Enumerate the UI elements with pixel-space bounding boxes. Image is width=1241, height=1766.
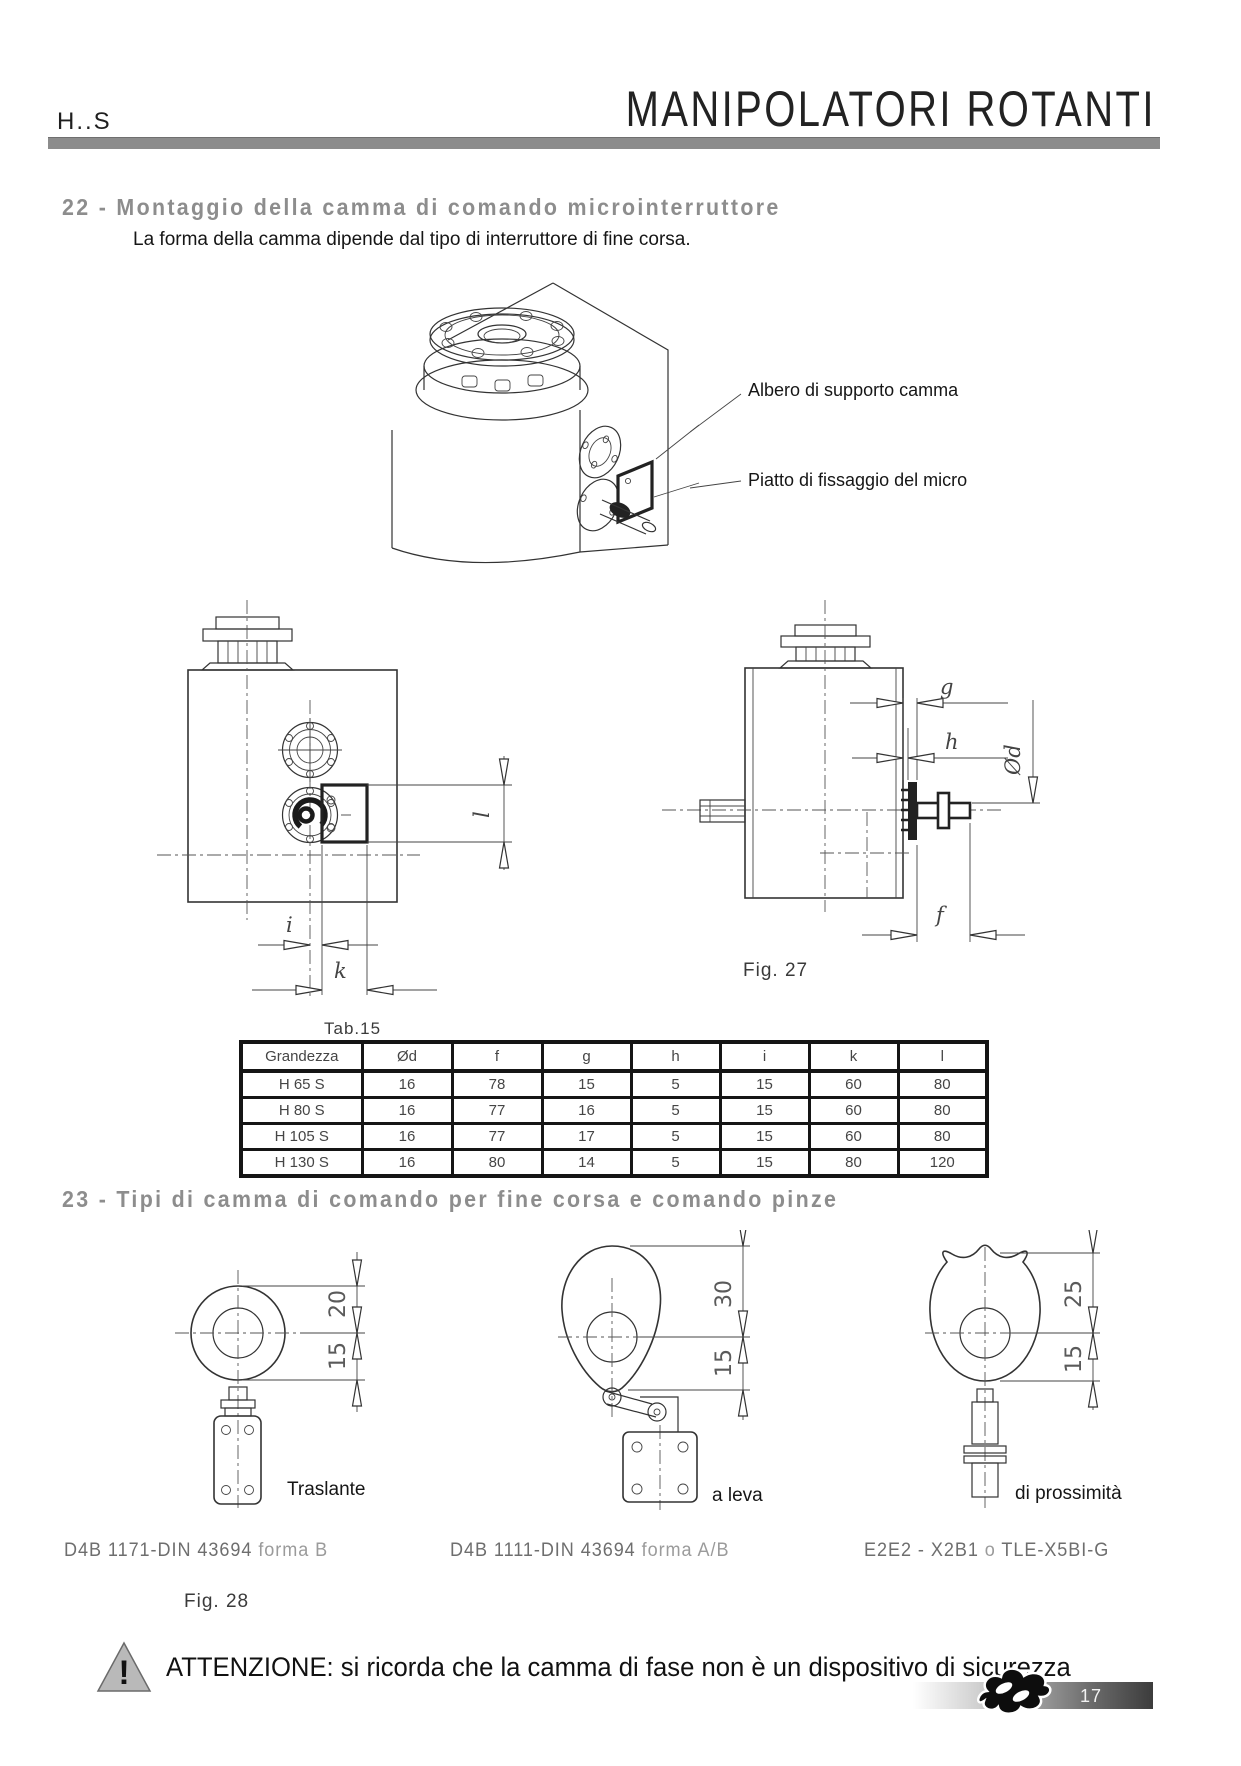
cell: 15 xyxy=(540,1069,633,1099)
callout-shaft: Albero di supporto camma xyxy=(748,380,959,400)
cell: 15 xyxy=(718,1069,811,1099)
cam2-dim-lower: 15 xyxy=(712,1349,737,1377)
cell: 77 xyxy=(450,1122,544,1151)
cell: 16 xyxy=(360,1122,454,1151)
cell: 5 xyxy=(629,1096,722,1125)
cam3-dim-upper: 25 xyxy=(1062,1280,1087,1308)
cell: 80 xyxy=(896,1096,989,1125)
cell: H 130 S xyxy=(239,1148,364,1178)
dim-label-i: i xyxy=(286,913,293,937)
table-row: H 65 S 16 78 15 5 15 60 80 xyxy=(239,1069,989,1099)
cell: 15 xyxy=(718,1148,811,1178)
cell: H 80 S xyxy=(239,1096,364,1125)
callout-leader-lines xyxy=(690,393,742,489)
col-header: Ød xyxy=(360,1040,454,1073)
cam3-code-main: E2E2 - X2B1 xyxy=(864,1540,979,1561)
cam1-label: Traslante xyxy=(287,1479,366,1500)
cell: 60 xyxy=(807,1122,900,1151)
col-header: i xyxy=(718,1040,811,1073)
page-number: 17 xyxy=(1080,1686,1103,1706)
dim-label-diameter: Ød xyxy=(1001,744,1025,776)
cell: 5 xyxy=(629,1148,722,1178)
cell: 80 xyxy=(896,1122,989,1151)
cell: 80 xyxy=(450,1148,544,1178)
cam1-code: D4B 1171-DIN 43694 forma B xyxy=(64,1540,328,1562)
dim-label-k: k xyxy=(334,959,347,983)
cell: 15 xyxy=(718,1096,811,1125)
cam3-code-suffix: TLE-X5BI-G xyxy=(1001,1540,1110,1561)
cam3-code-connector: o xyxy=(984,1540,996,1561)
warning-exclamation: ! xyxy=(118,1654,129,1692)
cell: 14 xyxy=(540,1148,633,1178)
cam3-label: di prossimità xyxy=(1015,1483,1122,1504)
brand-logo xyxy=(977,1667,1052,1715)
dimensions-table: Grandezza Ød f g h i k l H 65 S 16 78 15… xyxy=(239,1040,989,1178)
cam3-code: E2E2 - X2B1 o TLE-X5BI-G xyxy=(864,1540,1109,1562)
cell: 16 xyxy=(540,1096,633,1125)
cell: 80 xyxy=(807,1148,900,1178)
dim-label-g: g xyxy=(940,675,953,699)
table-row: H 80 S 16 77 16 5 15 60 80 xyxy=(239,1096,989,1125)
fig-27-caption: Fig. 27 xyxy=(743,960,809,981)
col-header: f xyxy=(450,1040,544,1073)
cam1-dim-lower: 15 xyxy=(326,1342,351,1370)
cell: H 65 S xyxy=(239,1069,364,1099)
cam2-code: D4B 1111-DIN 43694 forma A/B xyxy=(450,1540,729,1562)
cam2-code-suffix: forma A/B xyxy=(641,1540,730,1561)
cell: 60 xyxy=(807,1096,900,1125)
page-title: MANIPOLATORI ROTANTI xyxy=(625,81,1156,137)
section-23-heading: 23 - Tipi di camma di comando per fine c… xyxy=(62,1186,839,1212)
warning-text: ATTENZIONE: si ricorda che la camma di f… xyxy=(166,1652,1071,1682)
isometric-drawing xyxy=(391,282,700,564)
cam2-dim-upper: 30 xyxy=(712,1280,737,1308)
cam1-code-suffix: forma B xyxy=(258,1540,329,1561)
col-header: g xyxy=(540,1040,633,1073)
warning-triangle-icon: ! xyxy=(96,1641,152,1692)
cam2-label: a leva xyxy=(712,1485,763,1506)
fig-28-caption: Fig. 28 xyxy=(184,1591,250,1612)
front-view-drawing: l i k xyxy=(157,600,512,998)
cam-types-drawing: 20 15 30 15 xyxy=(175,1230,1100,1510)
table-row: H 130 S 16 80 14 5 15 80 120 xyxy=(239,1148,989,1178)
cell: H 105 S xyxy=(239,1122,364,1151)
cell: 60 xyxy=(807,1069,900,1099)
cell: 16 xyxy=(360,1096,454,1125)
cell: 5 xyxy=(629,1122,722,1151)
cam3-dim-lower: 15 xyxy=(1062,1345,1087,1373)
cell: 16 xyxy=(360,1148,454,1178)
col-header: l xyxy=(896,1040,989,1073)
dim-label-f: f xyxy=(934,903,947,927)
cell: 78 xyxy=(450,1069,544,1099)
cell: 16 xyxy=(360,1069,454,1099)
cam1-code-main: D4B 1171-DIN 43694 xyxy=(64,1540,253,1561)
header-rule xyxy=(48,137,1160,149)
callout-plate: Piatto di fissaggio del micro xyxy=(748,470,968,490)
cell: 15 xyxy=(718,1122,811,1151)
col-header: k xyxy=(807,1040,900,1073)
table-caption: Tab.15 xyxy=(324,1019,382,1038)
cell: 5 xyxy=(629,1069,722,1099)
cell: 80 xyxy=(896,1069,989,1099)
dim-label-h: h xyxy=(945,730,959,754)
model-code: H..S xyxy=(57,108,112,135)
cam2-code-main: D4B 1111-DIN 43694 xyxy=(450,1540,636,1561)
section-22-intro: La forma della camma dipende dal tipo di… xyxy=(133,229,691,250)
cam1-dim-upper: 20 xyxy=(326,1290,351,1318)
table-row: H 105 S 16 77 17 5 15 60 80 xyxy=(239,1122,989,1151)
col-header: Grandezza xyxy=(239,1040,364,1073)
table-header-row: Grandezza Ød f g h i k l xyxy=(239,1040,989,1073)
side-view-drawing: g h Ød f xyxy=(662,600,1040,942)
cell: 120 xyxy=(896,1148,989,1178)
section-22-heading: 22 - Montaggio della camma di comando mi… xyxy=(62,194,781,220)
col-header: h xyxy=(629,1040,722,1073)
dim-label-l: l xyxy=(470,811,494,818)
cell: 77 xyxy=(450,1096,544,1125)
cell: 17 xyxy=(540,1122,633,1151)
